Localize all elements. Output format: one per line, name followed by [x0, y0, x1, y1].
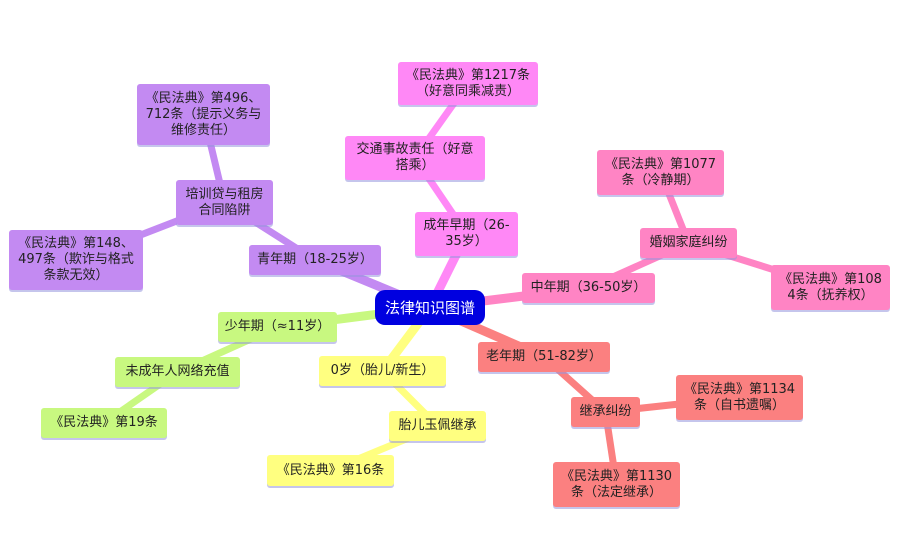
- node-law-496[interactable]: 《民法典》第496、712条（提示义务与维修责任）: [137, 84, 270, 145]
- node-inheritance[interactable]: 继承纠纷: [571, 397, 640, 427]
- node-law-1084[interactable]: 《民法典》第1084条（抚养权）: [771, 265, 890, 310]
- node-training-loan[interactable]: 培训贷与租房合同陷阱: [176, 180, 273, 225]
- node-law-148[interactable]: 《民法典》第148、497条（欺诈与格式条款无效）: [9, 230, 143, 290]
- node-law-1077[interactable]: 《民法典》第1077条（冷静期）: [597, 150, 724, 195]
- node-newborn[interactable]: 0岁（胎儿/新生）: [319, 356, 446, 386]
- node-minor-recharge[interactable]: 未成年人网络充值: [115, 357, 240, 387]
- node-law-16[interactable]: 《民法典》第16条: [267, 455, 394, 486]
- node-early-adult[interactable]: 成年早期（26-35岁）: [415, 212, 518, 256]
- node-traffic[interactable]: 交通事故责任（好意搭乘）: [345, 136, 485, 180]
- node-fetus-inherit[interactable]: 胎儿玉佩继承: [389, 411, 486, 441]
- node-law-19[interactable]: 《民法典》第19条: [41, 408, 167, 438]
- node-law-1130[interactable]: 《民法典》第1130条（法定继承）: [553, 462, 680, 507]
- node-law-1217[interactable]: 《民法典》第1217条（好意同乘减责）: [398, 62, 538, 105]
- node-root[interactable]: 法律知识图谱: [375, 290, 485, 325]
- node-law-1134[interactable]: 《民法典》第1134条（自书遗嘱）: [676, 375, 803, 420]
- node-elder[interactable]: 老年期（51-82岁）: [478, 342, 610, 372]
- node-marriage[interactable]: 婚姻家庭纠纷: [640, 228, 737, 258]
- node-middle[interactable]: 中年期（36-50岁）: [522, 273, 655, 303]
- node-youth[interactable]: 青年期（18-25岁）: [249, 245, 381, 275]
- node-teen[interactable]: 少年期（≈11岁）: [218, 312, 337, 342]
